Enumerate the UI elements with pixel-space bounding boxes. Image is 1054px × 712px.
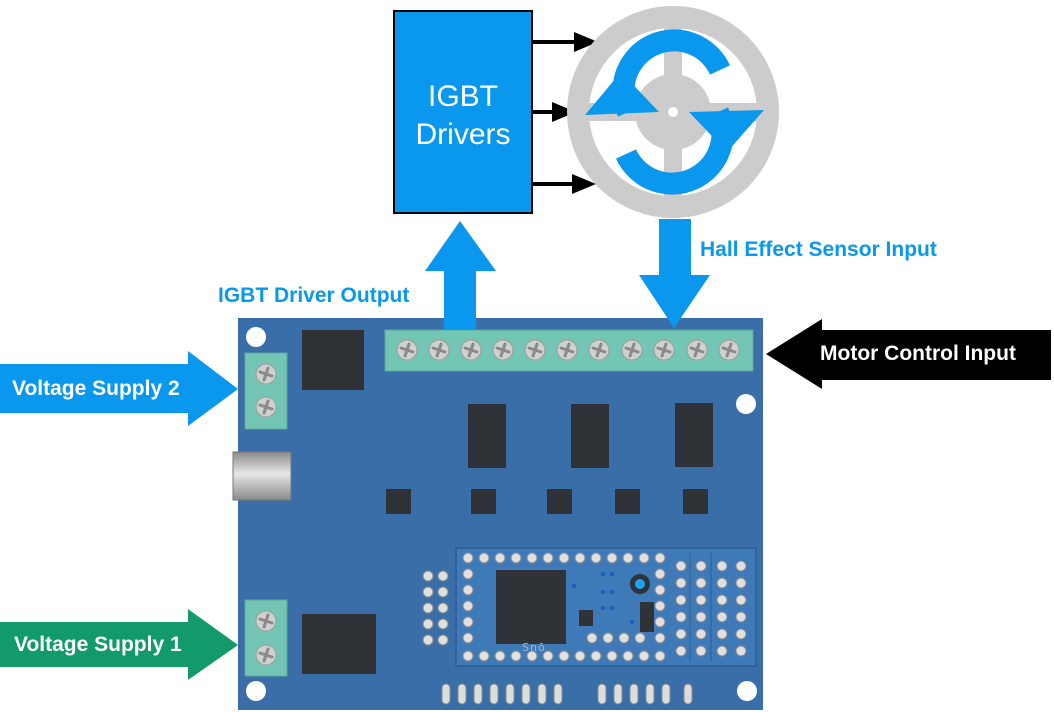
igbt-label-line1: IGBT <box>427 80 498 113</box>
motor-control-input-label: Motor Control Input <box>820 342 1016 365</box>
chip <box>468 404 506 468</box>
mounting-hole <box>737 681 757 701</box>
voltage-supply-1-label: Voltage Supply 1 <box>14 633 182 656</box>
small-chip <box>386 489 411 514</box>
board-marking: Snō <box>522 641 546 654</box>
voltage-supply-2-label: Voltage Supply 2 <box>12 377 180 400</box>
chip <box>302 614 376 674</box>
voltage-supply-1-arrow <box>0 609 238 680</box>
chip <box>571 404 609 468</box>
voltage-supply-2-arrow <box>0 351 238 426</box>
chip <box>675 403 713 467</box>
small-chip <box>683 489 708 514</box>
hall-effect-sensor-input-label: Hall Effect Sensor Input <box>700 238 937 261</box>
small-chip <box>547 489 572 514</box>
igbt-driver-output-arrow <box>425 221 496 329</box>
mcu-component <box>640 602 654 632</box>
motor-control-input-arrow <box>766 319 1051 389</box>
chip <box>302 330 364 390</box>
igbt-label-line2: Drivers <box>415 118 511 151</box>
mcu-chip <box>496 570 566 644</box>
small-chip <box>471 489 496 514</box>
igbt-driver-output-label: IGBT Driver Output <box>218 284 410 307</box>
bottom-pin-header-right <box>597 683 693 705</box>
mcu-smd-dots <box>572 572 634 624</box>
mounting-hole <box>246 681 266 701</box>
small-chip <box>615 489 640 514</box>
bottom-pin-header-left <box>441 683 563 705</box>
rotation-arrows-icon <box>585 29 764 195</box>
igbt-to-motor-arrows <box>532 32 598 194</box>
mounting-hole <box>736 394 756 414</box>
mcu-component <box>579 610 593 626</box>
mcu-led <box>635 579 645 589</box>
mounting-hole <box>246 327 266 347</box>
hall-sensor-input-arrow <box>639 219 710 328</box>
igbt-drivers-label: IGBT Drivers <box>394 78 532 154</box>
igbt-drivers-block <box>393 10 533 214</box>
barrel-jack <box>232 451 292 501</box>
